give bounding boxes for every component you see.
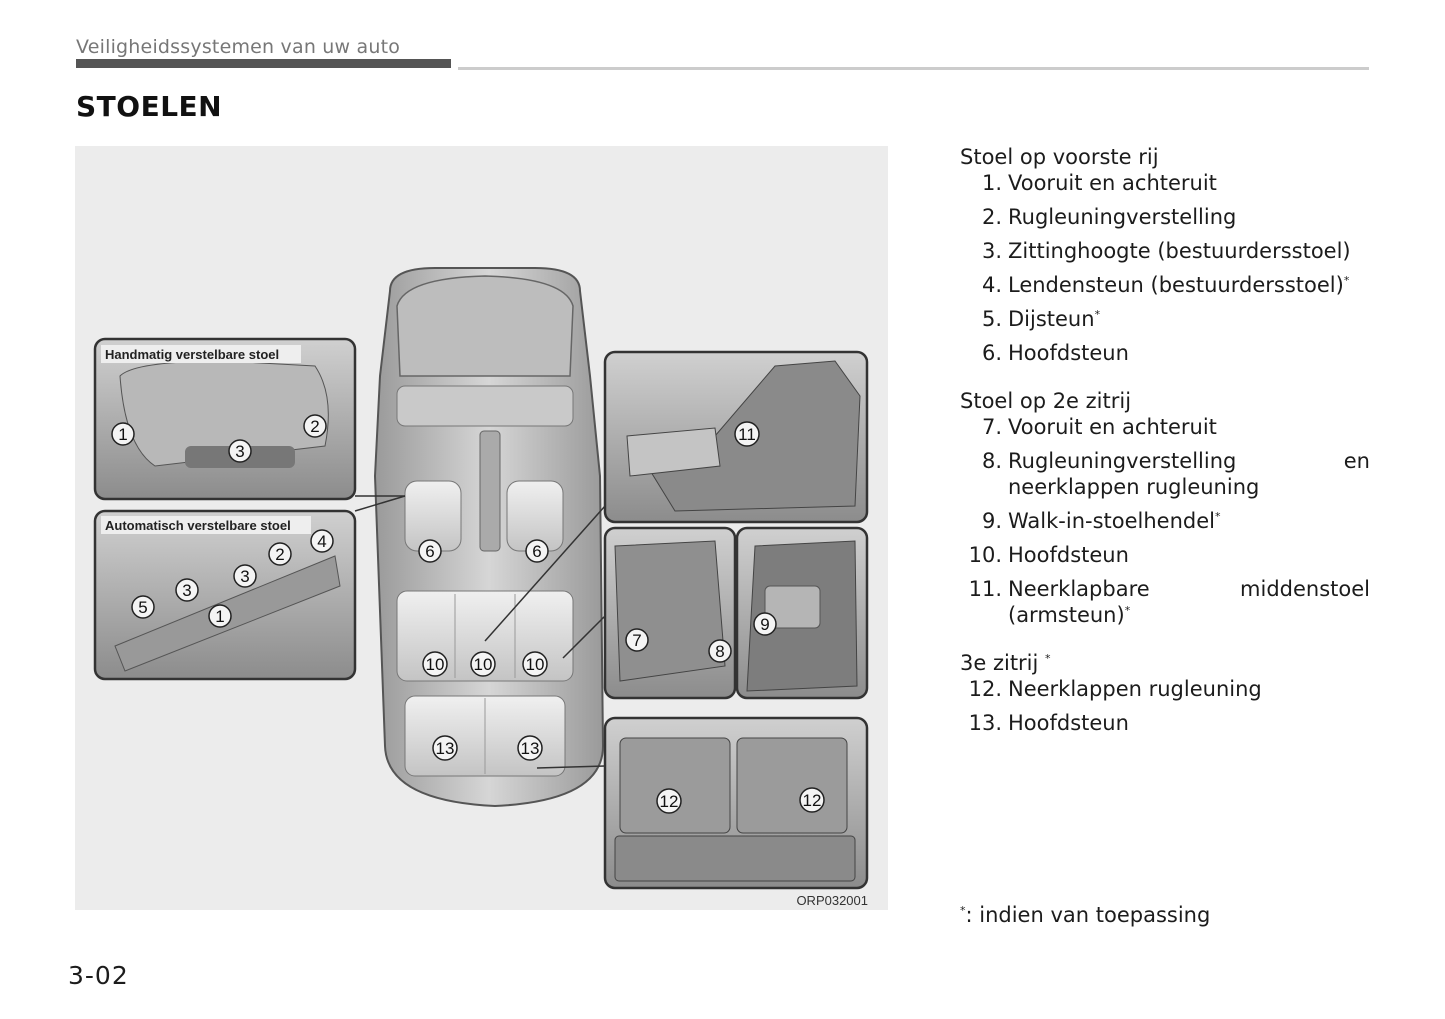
callout-13-right: 13 — [521, 739, 540, 758]
legend-front-row: Stoel op voorste rij 1.Vooruit en achter… — [960, 144, 1370, 366]
list-item: 6.Hoofdsteun — [960, 340, 1370, 366]
footnote-mark: * — [1124, 604, 1131, 617]
list-item: 5.Dijsteun* — [960, 306, 1370, 332]
callout-11: 11 — [738, 425, 756, 444]
legend-third-row: 3e zitrij * 12.Neerklappen rugleuning 13… — [960, 650, 1370, 736]
list-item: 12.Neerklappen rugleuning — [960, 676, 1370, 702]
legend-second-title: Stoel op 2e zitrij — [960, 389, 1132, 413]
item-text: Zittinghoogte (bestuurdersstoel) — [1008, 239, 1351, 263]
item-text: Neerklapbare middenstoel (armsteun) — [1008, 577, 1370, 627]
item-number: 9. — [981, 509, 1002, 533]
callout-7: 7 — [632, 631, 641, 650]
item-number: 4. — [981, 273, 1002, 297]
callout-3-auto-b: 3 — [182, 581, 191, 600]
callout-2-manual: 2 — [310, 417, 319, 436]
callout-12-right: 12 — [803, 791, 822, 810]
item-text: Lendensteun (bestuurdersstoel) — [1008, 273, 1344, 297]
footnote-mark: * — [960, 904, 966, 917]
callout-6-right: 6 — [532, 542, 541, 561]
list-item: 11.Neerklapbare middenstoel (armsteun)* — [960, 576, 1370, 628]
list-item: 13.Hoofdsteun — [960, 710, 1370, 736]
seat-illustration: Handmatig verstelbare stoel Automatisch … — [75, 146, 888, 910]
callout-10-left: 10 — [426, 655, 445, 674]
item-text: Vooruit en achteruit — [1008, 171, 1217, 195]
footnote-mark: * — [1343, 274, 1350, 287]
item-number: 12. — [968, 677, 1002, 701]
inset-walk-in — [735, 526, 869, 700]
callout-4-auto: 4 — [317, 532, 326, 551]
callout-12-left: 12 — [660, 792, 679, 811]
header-rule-dark — [76, 59, 451, 68]
callout-1-auto: 1 — [215, 607, 224, 626]
label-auto-seat: Automatisch verstelbare stoel — [105, 518, 291, 533]
item-text: Walk-in-stoelhendel — [1008, 509, 1215, 533]
list-item: 4.Lendensteun (bestuurdersstoel)* — [960, 272, 1370, 298]
legend-second-row: Stoel op 2e zitrij 7.Vooruit en achterui… — [960, 388, 1370, 628]
callout-3-auto-a: 3 — [240, 567, 249, 586]
page-title: STOELEN — [76, 90, 223, 123]
callout-6-left: 6 — [425, 542, 434, 561]
callout-13-left: 13 — [436, 739, 455, 758]
footnote-mark: * — [1045, 652, 1051, 665]
item-number: 6. — [981, 341, 1002, 365]
list-item: 2.Rugleuningverstelling — [960, 204, 1370, 230]
footnote: *: indien van toepassing — [960, 903, 1210, 927]
running-header: Veiligheidssystemen van uw auto — [76, 36, 401, 58]
list-item: 3.Zittinghoogte (bestuurdersstoel) — [960, 238, 1370, 264]
inset-second-row-slide — [603, 526, 737, 700]
legend-third-title: 3e zitrij — [960, 651, 1039, 675]
item-text: Hoofdsteun — [1008, 543, 1129, 567]
item-number: 3. — [981, 239, 1002, 263]
seat-legend: Stoel op voorste rij 1.Vooruit en achter… — [960, 144, 1370, 758]
list-item: 9.Walk-in-stoelhendel* — [960, 508, 1370, 534]
item-number: 7. — [981, 415, 1002, 439]
callout-8: 8 — [715, 642, 724, 661]
item-number: 10. — [968, 543, 1002, 567]
callout-10-right: 10 — [526, 655, 545, 674]
item-number: 5. — [981, 307, 1002, 331]
list-item: 10.Hoofdsteun — [960, 542, 1370, 568]
item-text: Vooruit en achteruit — [1008, 415, 1217, 439]
footnote-mark: * — [1215, 510, 1221, 523]
item-number: 8. — [981, 449, 1002, 473]
inset-third-row — [603, 716, 869, 890]
footnote-mark: * — [1094, 308, 1101, 321]
callout-markers — [111, 414, 825, 814]
leader-lines — [354, 495, 606, 769]
list-item: 7.Vooruit en achteruit — [960, 414, 1370, 440]
item-text: Dijsteun — [1008, 307, 1095, 331]
callout-10-center: 10 — [474, 655, 493, 674]
figure-code: ORP032001 — [796, 893, 868, 908]
legend-front-title: Stoel op voorste rij — [960, 145, 1159, 169]
callout-numbers: 1 3 2 2 4 3 3 1 5 6 6 10 10 10 13 13 11 … — [118, 417, 821, 811]
item-text: Hoofdsteun — [1008, 711, 1129, 735]
inset-manual-seat — [93, 337, 357, 501]
label-manual-seat: Handmatig verstelbare stoel — [105, 347, 279, 362]
footnote-text: : indien van toepassing — [965, 903, 1211, 927]
callout-3-manual: 3 — [235, 442, 244, 461]
callout-2-auto: 2 — [275, 545, 284, 564]
header-rule-light — [458, 67, 1369, 70]
page-number: 3-02 — [68, 961, 129, 990]
list-item: 8.Rugleuningverstelling en neerklappen r… — [960, 448, 1370, 500]
auto-label-bg — [101, 516, 311, 534]
list-item: 1.Vooruit en achteruit — [960, 170, 1370, 196]
item-text: Rugleuningverstelling — [1008, 205, 1237, 229]
item-text: Hoofdsteun — [1008, 341, 1129, 365]
item-number: 1. — [981, 171, 1002, 195]
item-text: Neerklappen rugleuning — [1008, 677, 1262, 701]
manual-label-bg — [101, 345, 301, 363]
seat-diagram: Handmatig verstelbare stoel Automatisch … — [93, 267, 869, 890]
item-number: 13. — [968, 711, 1002, 735]
item-text: Rugleuningverstelling en neerklappen rug… — [1008, 449, 1370, 499]
callout-1-manual: 1 — [118, 425, 127, 444]
callout-5-auto: 5 — [138, 598, 147, 617]
car-top-view — [373, 267, 605, 808]
item-number: 2. — [981, 205, 1002, 229]
callout-9: 9 — [760, 615, 769, 634]
item-number: 11. — [968, 577, 1002, 601]
